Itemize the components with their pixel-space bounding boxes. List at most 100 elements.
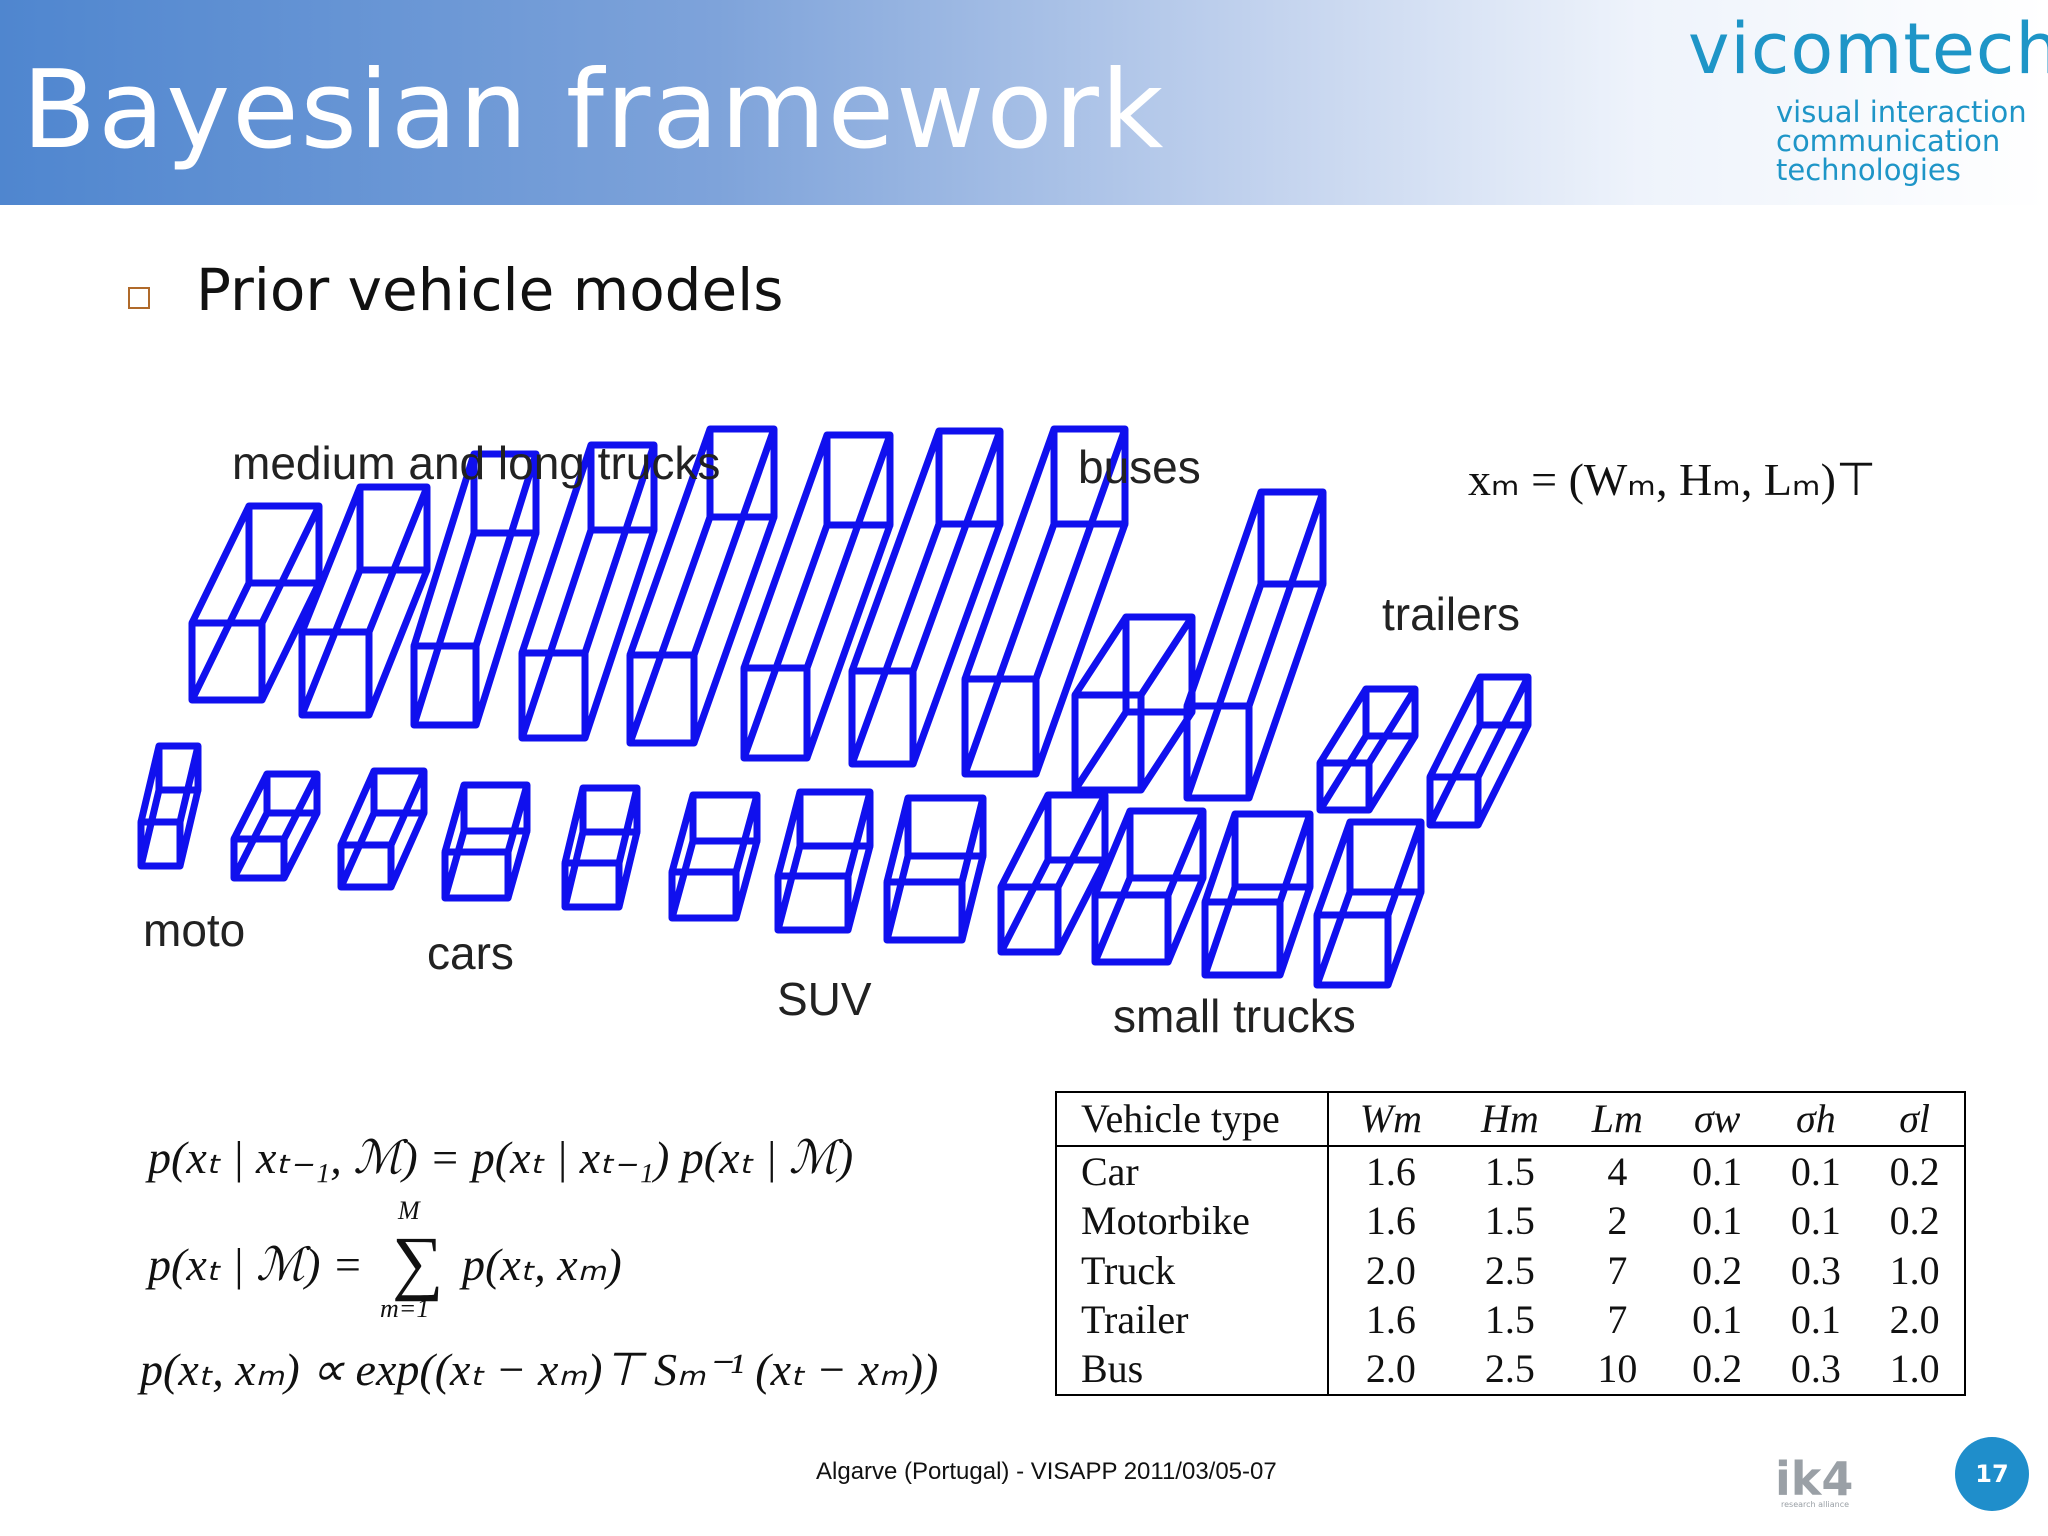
cell: 1.5 bbox=[1484, 1296, 1535, 1342]
cell: 0.1 bbox=[1790, 1198, 1841, 1244]
cell: 2.0 bbox=[1365, 1346, 1416, 1392]
table-row: Motorbike 1.6 1.5 2 0.1 0.1 0.2 bbox=[1057, 1196, 1964, 1246]
formula-line-2-left: p(xₜ | ℳ) = bbox=[145, 1239, 363, 1290]
logo-tagline-1: visual interaction bbox=[1776, 95, 2027, 129]
label-trailers: trailers bbox=[1382, 588, 1520, 640]
cell: 1.5 bbox=[1484, 1148, 1535, 1194]
ik4-logo: ik4 research alliance bbox=[1775, 1452, 1885, 1512]
cell: Bus bbox=[1057, 1344, 1329, 1394]
table-header-row: Vehicle type Wm Hm Lm σw σh σl bbox=[1057, 1093, 1964, 1147]
page-number-badge: 17 bbox=[1955, 1437, 2029, 1511]
vehicle-box bbox=[1091, 807, 1207, 966]
table-row: Truck 2.0 2.5 7 0.2 0.3 1.0 bbox=[1057, 1245, 1964, 1296]
label-trucks: medium and long trucks bbox=[232, 437, 720, 489]
vehicle-box bbox=[740, 431, 894, 762]
bullet-square-icon bbox=[128, 287, 150, 309]
bullet-text: Prior vehicle models bbox=[196, 256, 784, 324]
vehicle-parameter-table: Vehicle type Wm Hm Lm σw σh σl Car 1.6 1… bbox=[1055, 1091, 1966, 1396]
cell: 0.3 bbox=[1790, 1346, 1841, 1392]
ik4-wordmark: ik4 bbox=[1775, 1452, 1854, 1506]
vehicle-box bbox=[774, 788, 874, 934]
formula-sum-sign: ∑ bbox=[392, 1222, 443, 1302]
cell: 4 bbox=[1607, 1148, 1628, 1194]
vehicle-box bbox=[230, 770, 321, 882]
vehicle-box-group bbox=[137, 425, 1532, 989]
cell: Trailer bbox=[1057, 1295, 1329, 1345]
parameter-table: Vehicle type Wm Hm Lm σw σh σl Car 1.6 1… bbox=[1057, 1093, 1964, 1394]
vehicle-box bbox=[518, 441, 658, 742]
cell: 0.1 bbox=[1692, 1148, 1743, 1194]
table-row: Car 1.6 1.5 4 0.1 0.1 0.2 bbox=[1057, 1146, 1964, 1197]
cell: 0.1 bbox=[1692, 1198, 1743, 1244]
cell: 1.6 bbox=[1365, 1296, 1416, 1342]
cell: 0.1 bbox=[1692, 1296, 1743, 1342]
vehicle-box bbox=[188, 502, 323, 704]
col-header: σw bbox=[1667, 1093, 1767, 1147]
ik4-subtitle: research alliance bbox=[1781, 1500, 1850, 1509]
vicomtech-logo: vicomtech visual interaction communicati… bbox=[1688, 8, 2048, 193]
cell: 10 bbox=[1597, 1346, 1638, 1392]
col-header: σh bbox=[1766, 1093, 1866, 1147]
vehicle-box bbox=[961, 425, 1129, 778]
table-row: Trailer 1.6 1.5 7 0.1 0.1 2.0 bbox=[1057, 1295, 1964, 1345]
cell: 2.5 bbox=[1484, 1247, 1535, 1293]
label-cars: cars bbox=[427, 927, 514, 979]
vehicle-box bbox=[1071, 613, 1196, 794]
formula-xm: xₘ = (Wₘ, Hₘ, Lₘ)⊤ bbox=[1468, 454, 1876, 505]
formula-sum-lower: m=1 bbox=[380, 1294, 429, 1323]
formula-line-2-right: p(xₜ, xₘ) bbox=[459, 1239, 622, 1290]
cell: 0.2 bbox=[1692, 1346, 1743, 1392]
cell: 0.2 bbox=[1889, 1148, 1940, 1194]
col-header: σl bbox=[1865, 1093, 1964, 1147]
slide-title: Bayesian framework bbox=[22, 48, 1166, 173]
vehicle-box bbox=[1316, 685, 1419, 814]
vehicle-box bbox=[137, 742, 202, 870]
vehicle-box bbox=[626, 425, 778, 747]
logo-tagline-3: technologies bbox=[1776, 153, 1961, 187]
vehicle-box bbox=[1201, 810, 1314, 979]
table-row: Bus 2.0 2.5 10 0.2 0.3 1.0 bbox=[1057, 1344, 1964, 1394]
vehicle-box bbox=[337, 767, 428, 891]
col-header: Hm bbox=[1452, 1093, 1567, 1147]
slide-footer: Algarve (Portugal) - VISAPP 2011/03/05-0… bbox=[816, 1458, 1277, 1485]
formula-line-3: p(xₜ, xₘ) ∝ exp((xₜ − xₘ)⊤ Sₘ⁻¹ (xₜ − xₘ… bbox=[137, 1344, 938, 1395]
vehicle-box bbox=[441, 781, 531, 902]
col-header: Vehicle type bbox=[1057, 1093, 1329, 1147]
vehicle-box bbox=[298, 483, 431, 719]
cell: 1.0 bbox=[1889, 1346, 1940, 1392]
cell: 0.3 bbox=[1790, 1247, 1841, 1293]
vehicle-box bbox=[410, 450, 540, 729]
cell: 1.6 bbox=[1365, 1148, 1416, 1194]
formula-line-1: p(xₜ | xₜ₋₁, ℳ) = p(xₜ | xₜ₋₁) p(xₜ | ℳ) bbox=[145, 1132, 853, 1183]
logo-tagline-2: communication bbox=[1776, 124, 2001, 158]
cell: Truck bbox=[1057, 1245, 1329, 1296]
label-moto: moto bbox=[143, 904, 245, 956]
cell: 2.0 bbox=[1365, 1247, 1416, 1293]
cell: Car bbox=[1057, 1146, 1329, 1197]
label-buses: buses bbox=[1078, 441, 1201, 493]
vehicle-box bbox=[848, 427, 1004, 768]
cell: 0.2 bbox=[1889, 1198, 1940, 1244]
cell: 1.6 bbox=[1365, 1198, 1416, 1244]
cell: 0.2 bbox=[1692, 1247, 1743, 1293]
logo-wordmark: vicomtech bbox=[1688, 8, 2048, 90]
cell: 0.1 bbox=[1790, 1148, 1841, 1194]
cell: 1.5 bbox=[1484, 1198, 1535, 1244]
label-suv: SUV bbox=[777, 973, 872, 1025]
vehicle-box bbox=[997, 791, 1109, 956]
cell: 7 bbox=[1607, 1296, 1628, 1342]
col-header: Wm bbox=[1328, 1093, 1453, 1147]
label-small-trucks: small trucks bbox=[1113, 990, 1356, 1042]
vehicle-box bbox=[1426, 673, 1532, 829]
vehicle-box bbox=[1313, 818, 1425, 989]
cell: 0.1 bbox=[1790, 1296, 1841, 1342]
vehicle-box bbox=[668, 791, 761, 922]
vehicle-box bbox=[883, 794, 987, 944]
cell: 1.0 bbox=[1889, 1247, 1940, 1293]
slide-header: Bayesian framework bbox=[0, 0, 2048, 205]
vehicle-box bbox=[561, 784, 641, 911]
cell: 2.0 bbox=[1889, 1296, 1940, 1342]
cell: Motorbike bbox=[1057, 1196, 1329, 1246]
formula-sum-upper: M bbox=[397, 1196, 421, 1225]
